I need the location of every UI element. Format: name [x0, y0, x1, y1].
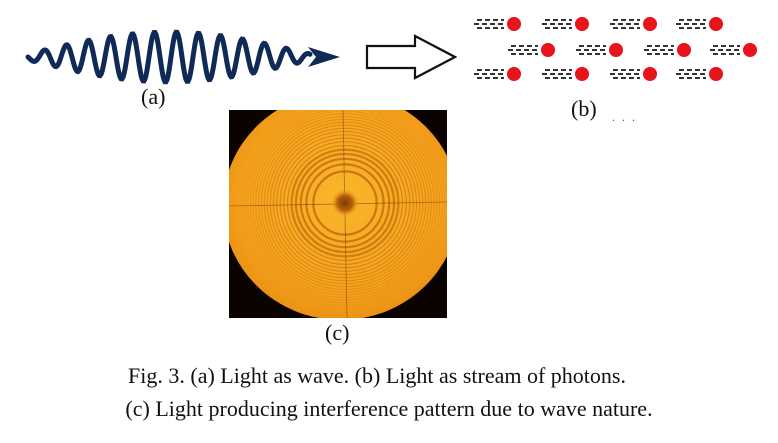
figure-caption-line-1: Fig. 3. (a) Light as wave. (b) Light as …	[128, 363, 626, 388]
fringe-ring	[255, 113, 435, 293]
hollow-right-arrow-icon	[365, 34, 457, 80]
panel-b-label: (b)	[571, 96, 597, 121]
photon	[676, 17, 723, 31]
fringe-ring	[244, 110, 446, 304]
trailing-dots: . . .	[612, 110, 637, 124]
fringe-center	[331, 189, 359, 217]
fringe-ring	[232, 110, 447, 316]
fringe-ring	[252, 110, 438, 296]
photon-stream-icon	[474, 17, 757, 81]
fringe-ring	[272, 130, 418, 276]
wave-line	[25, 29, 313, 85]
fringe-ring	[239, 110, 447, 309]
interference-fringe-image	[229, 110, 447, 318]
fringe-ring	[266, 124, 424, 282]
wave-arrow-icon	[25, 29, 340, 85]
fringe-ring	[234, 110, 447, 314]
fringe-ring	[247, 110, 443, 301]
photon	[610, 17, 657, 31]
figure-caption-line-2: (c) Light producing interference pattern…	[125, 396, 653, 421]
photon	[508, 43, 555, 57]
photon	[576, 43, 623, 57]
photon	[676, 67, 723, 81]
photon	[644, 43, 691, 57]
photon	[610, 67, 657, 81]
fringe-ring	[249, 110, 441, 299]
photon	[710, 43, 757, 57]
wave-arrowhead	[308, 47, 340, 67]
photon	[542, 17, 589, 31]
photon	[542, 67, 589, 81]
fringe-ring	[242, 110, 447, 306]
photon	[474, 67, 521, 81]
photon	[474, 17, 521, 31]
fringe-ring	[263, 121, 427, 285]
fringe-ring	[260, 118, 430, 288]
fringe-ring	[237, 110, 447, 311]
panel-c-label: (c)	[325, 320, 350, 345]
fringe-ring	[257, 115, 433, 291]
panel-a-label: (a)	[141, 84, 166, 109]
fringe-ring	[229, 110, 447, 318]
fringe-ring	[269, 127, 421, 279]
